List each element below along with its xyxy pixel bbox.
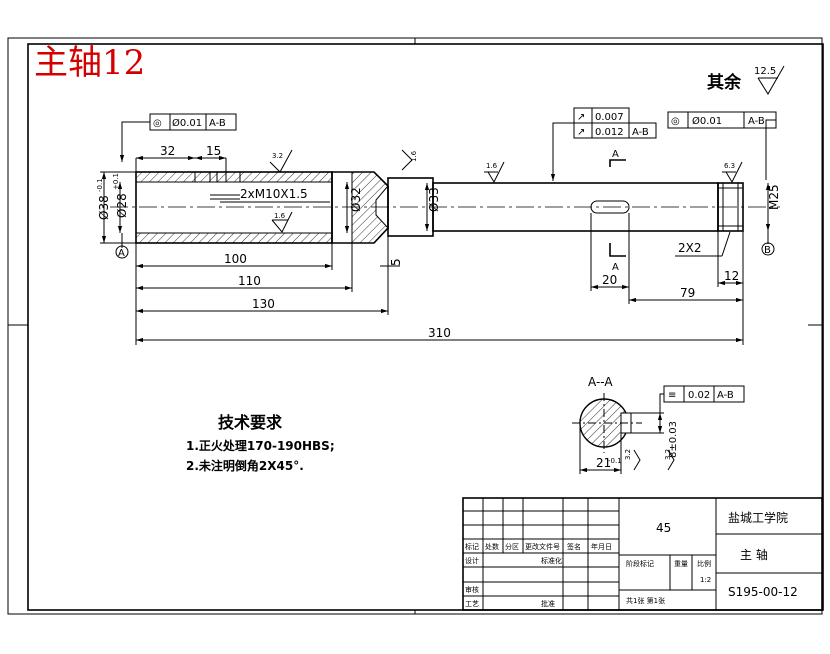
svg-text:Ø28: Ø28	[115, 193, 129, 218]
svg-text:310: 310	[428, 326, 451, 340]
svg-text:A: A	[612, 262, 619, 273]
svg-text:1.6: 1.6	[486, 162, 498, 170]
svg-text:6.3: 6.3	[724, 162, 735, 170]
svg-text:更改文件号: 更改文件号	[525, 542, 560, 551]
svg-text:M25: M25	[767, 184, 781, 210]
svg-text:A-B: A-B	[209, 118, 226, 129]
svg-text:A: A	[118, 248, 125, 259]
fcf-mid-runout: ↗ 0.007 ↗ 0.012 A-B	[550, 107, 657, 181]
svg-text:↗: ↗	[577, 112, 585, 123]
svg-text:-0.1: -0.1	[608, 457, 622, 465]
svg-text:8±0.03: 8±0.03	[668, 421, 679, 458]
svg-text:Ø0.01: Ø0.01	[172, 117, 202, 129]
svg-text:≡: ≡	[668, 390, 676, 401]
datum-b: B	[761, 231, 775, 256]
svg-text:0.007: 0.007	[595, 112, 624, 123]
tech-req-item-2: 2.未注明倒角2X45°.	[186, 458, 304, 473]
tech-requirements: 技术要求 1.正火处理170-190HBS; 2.未注明倒角2X45°.	[186, 413, 335, 473]
title-block: 标记 处数 分区 更改文件号 签名 年月日 设计 标准化 审核 工艺 批准 阶段…	[462, 497, 823, 611]
svg-text:A: A	[612, 149, 619, 160]
scale-value: 1:2	[700, 576, 711, 584]
svg-text:2xM10X1.5: 2xM10X1.5	[240, 187, 308, 201]
dimension-lines: 32 15 2xM10X1.5 Ø38 -0.1 Ø28 +0.1 Ø32 Ø3…	[96, 144, 781, 345]
svg-text:B: B	[764, 245, 771, 256]
svg-text:处数: 处数	[485, 542, 499, 551]
svg-text:79: 79	[680, 286, 695, 300]
section-cut-marks: A A	[609, 149, 626, 273]
drawing-number: S195-00-12	[728, 585, 798, 599]
svg-text:12: 12	[724, 269, 739, 283]
svg-text:A--A: A--A	[588, 375, 613, 389]
svg-text:32: 32	[160, 144, 175, 158]
svg-text:Ø0.01: Ø0.01	[692, 115, 722, 127]
svg-text:工艺: 工艺	[465, 600, 479, 608]
svg-text:A-B: A-B	[717, 390, 734, 401]
shaft-main-body	[387, 177, 744, 237]
svg-text:100: 100	[224, 252, 247, 266]
svg-text:标记: 标记	[465, 542, 479, 551]
svg-text:1.6: 1.6	[410, 150, 418, 162]
svg-text:-0.1: -0.1	[96, 178, 104, 192]
svg-text:审核: 审核	[465, 585, 479, 594]
datum-a: A	[115, 233, 129, 259]
svg-text:21: 21	[596, 456, 611, 470]
svg-text:0.012: 0.012	[595, 127, 624, 138]
svg-text:20: 20	[602, 273, 617, 287]
svg-text:0.02: 0.02	[688, 390, 710, 401]
svg-text:Ø33: Ø33	[427, 187, 441, 212]
fcf-right-coax: ◎ Ø0.01 A-B	[667, 111, 777, 180]
svg-text:◎: ◎	[153, 118, 162, 129]
roughness-general-symbol: 12.5	[754, 65, 785, 95]
svg-text:重量: 重量	[674, 560, 688, 568]
svg-text:年月日: 年月日	[591, 542, 612, 551]
watermark-label: 主轴12	[34, 43, 145, 83]
svg-text:设计: 设计	[465, 556, 479, 565]
material-value: 45	[656, 521, 671, 535]
svg-text:110: 110	[238, 274, 261, 288]
svg-text:↗: ↗	[577, 127, 585, 138]
svg-text:A-B: A-B	[632, 127, 649, 138]
part-name: 主 轴	[740, 547, 768, 562]
svg-text:分区: 分区	[505, 542, 519, 551]
svg-text:◎: ◎	[671, 116, 680, 127]
svg-text:+0.1: +0.1	[112, 173, 120, 190]
inner-frame	[27, 43, 824, 611]
tech-req-title: 技术要求	[218, 413, 283, 432]
keyway	[590, 200, 630, 214]
svg-text:5: 5	[389, 258, 403, 266]
svg-text:15: 15	[206, 144, 221, 158]
roughness-note-label: 其余	[707, 72, 742, 93]
section-view-aa: A--A 21 -0.1 8±0.03	[572, 375, 679, 474]
roughness-marks: 3.2 1.6 1.6 1.6 6.3 3.2 3.2	[269, 149, 743, 471]
svg-text:Ø38: Ø38	[97, 195, 111, 220]
svg-text:签名: 签名	[567, 542, 581, 551]
svg-text:3.2: 3.2	[664, 449, 672, 460]
svg-text:批准: 批准	[541, 599, 555, 608]
svg-text:12.5: 12.5	[754, 66, 776, 77]
fcf-left-coax: ◎ Ø0.01 A-B	[119, 113, 237, 162]
tech-req-item-1: 1.正火处理170-190HBS;	[186, 438, 335, 453]
svg-text:标准化: 标准化	[541, 556, 562, 565]
svg-text:比例: 比例	[697, 559, 711, 568]
svg-text:3.2: 3.2	[624, 449, 632, 460]
fcf-section-sym: ≡ 0.02 A-B	[659, 385, 745, 413]
svg-text:130: 130	[252, 297, 275, 311]
svg-text:2X2: 2X2	[678, 241, 702, 255]
school-name: 盐城工学院	[728, 510, 788, 525]
svg-text:Ø32: Ø32	[349, 187, 363, 212]
svg-text:3.2: 3.2	[272, 152, 283, 160]
svg-text:阶段标记: 阶段标记	[626, 559, 654, 568]
svg-text:1.6: 1.6	[274, 212, 286, 220]
sheet-count: 共1张 第1张	[626, 596, 665, 605]
svg-text:A-B: A-B	[748, 116, 765, 127]
